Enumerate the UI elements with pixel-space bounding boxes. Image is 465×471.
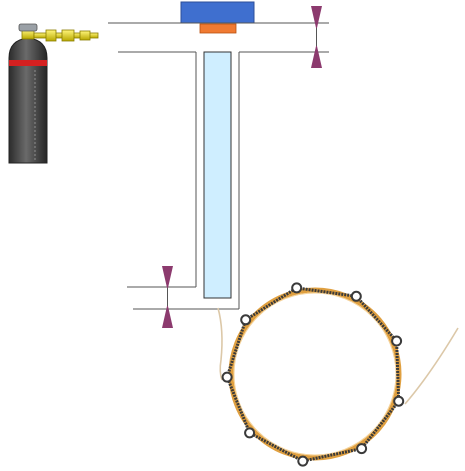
cylinder-body [8,37,48,164]
chain-segment [244,286,298,322]
chain-segment [302,447,362,463]
top-valve [311,6,322,68]
chain-segment [360,400,400,450]
chain-loop [391,335,403,347]
regulator-knob [18,23,38,32]
chain-loop [240,314,252,326]
bottom-valve-lower [162,304,173,328]
top-valve-upper [311,6,322,30]
bottom-valve [162,266,173,328]
top-cap-block [180,1,255,24]
chain-loop [350,290,362,302]
cylinder-band [9,60,47,66]
ring-inner-edge [233,292,397,456]
pressure-regulator [18,23,99,42]
chain-segment [225,319,248,378]
regulator-fitting-3 [79,30,91,41]
optical-fiber-left [217,307,223,381]
chain-segment [395,340,401,402]
chain-loop [393,395,405,407]
top-valve-lower [311,44,322,68]
gas-cylinder [8,37,48,164]
loop-chain [221,282,405,467]
bottom-valve-upper [162,266,173,290]
optical-fiber-right [404,327,459,405]
chain-segment [355,295,398,343]
chain-loop [356,443,368,455]
chain-loop [221,371,233,383]
regulator-fitting-2 [61,29,75,42]
chain-loop [291,282,303,294]
chain-loop [244,427,256,439]
chain-segment [248,431,304,463]
regulator-fitting-1 [45,29,57,42]
top-cap-seal [199,23,237,34]
vertical-chamber [203,51,232,299]
chain-segment [296,286,357,298]
chain-loop [297,455,309,467]
chain-segment [225,376,251,434]
